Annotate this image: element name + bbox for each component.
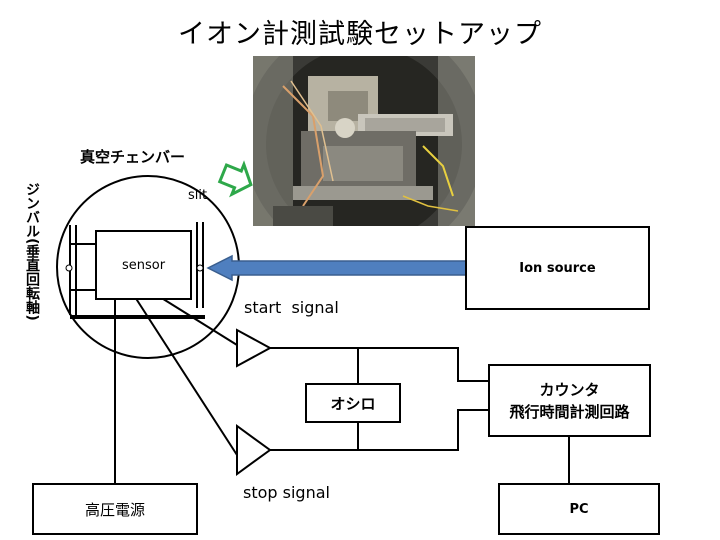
start-signal-label: start signal [244, 298, 339, 317]
start-line [270, 347, 490, 382]
pc-label: PC [569, 501, 589, 517]
hollow-arrow-icon [217, 160, 253, 198]
start-signal-wire [159, 296, 238, 346]
ion-beam-arrow [206, 254, 492, 282]
tof-circuit-label: 飛行時間計測回路 [509, 402, 630, 421]
oscilloscope-label: オシロ [330, 394, 376, 413]
ion-source-label: Ion source [519, 260, 596, 276]
chamber-label: 真空チェンバー [80, 148, 186, 166]
oscilloscope-box: オシロ [305, 383, 401, 423]
gimbal-pivot [65, 264, 73, 272]
stop-amplifier [236, 424, 272, 476]
slit-pivot [196, 264, 204, 272]
sensor-box: sensor [95, 230, 192, 300]
ion-source-box: Ion source [465, 226, 650, 310]
sensor-label: sensor [121, 257, 166, 273]
vacuum-chamber-photo [253, 56, 475, 226]
slit-label: slit [188, 188, 208, 203]
hv-supply-box: 高圧電源 [32, 483, 198, 535]
stop-signal-label: stop signal [243, 483, 330, 502]
page-title: イオン計測試験セットアップ [178, 19, 542, 50]
stop-signal-wire [134, 296, 238, 456]
counter-label: カウンタ [539, 380, 600, 399]
hv-supply-label: 高圧電源 [84, 500, 145, 519]
gimbal-label: ジンバル(垂直回転軸) [24, 182, 40, 321]
pc-box: PC [498, 483, 660, 535]
counter-box: カウンタ 飛行時間計測回路 [488, 364, 651, 437]
stop-line [270, 409, 490, 451]
start-amplifier [236, 328, 273, 368]
